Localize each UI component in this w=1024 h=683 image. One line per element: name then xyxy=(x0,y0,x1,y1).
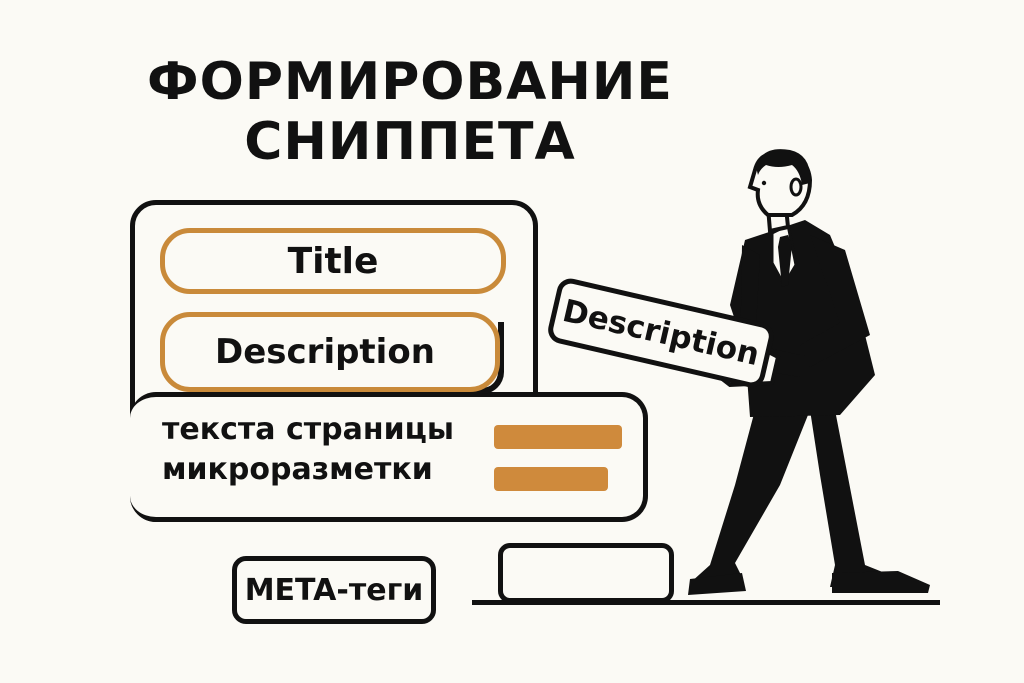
meta-tags-label: META-теги xyxy=(244,572,424,608)
title-block: Title xyxy=(160,228,506,294)
snippet-card-extension xyxy=(130,392,648,522)
empty-block xyxy=(498,543,674,603)
title-line-1: ФОРМИРОВАНИЕ xyxy=(147,52,673,112)
title-line-2: СНИППЕТА xyxy=(244,112,576,172)
meta-tags-box: META-теги xyxy=(232,556,436,624)
description-block-label: Description xyxy=(215,332,435,372)
ground-line xyxy=(472,600,940,605)
back-shoe xyxy=(832,571,930,593)
placeholder-bar xyxy=(494,467,608,491)
back-leg xyxy=(810,410,892,587)
hair xyxy=(756,149,811,185)
front-leg xyxy=(690,410,810,593)
page-title: ФОРМИРОВАНИЕ СНИППЕТА xyxy=(0,52,820,172)
page-text-line: текста страницы xyxy=(162,412,454,447)
front-shoe xyxy=(688,573,746,595)
title-block-label: Title xyxy=(287,240,379,282)
tie xyxy=(778,235,792,287)
description-block-shadow xyxy=(470,322,504,394)
front-arm xyxy=(800,235,870,367)
markup-text-line: микроразметки xyxy=(162,452,433,487)
placeholder-bar xyxy=(494,425,622,449)
description-block: Description xyxy=(160,312,500,392)
